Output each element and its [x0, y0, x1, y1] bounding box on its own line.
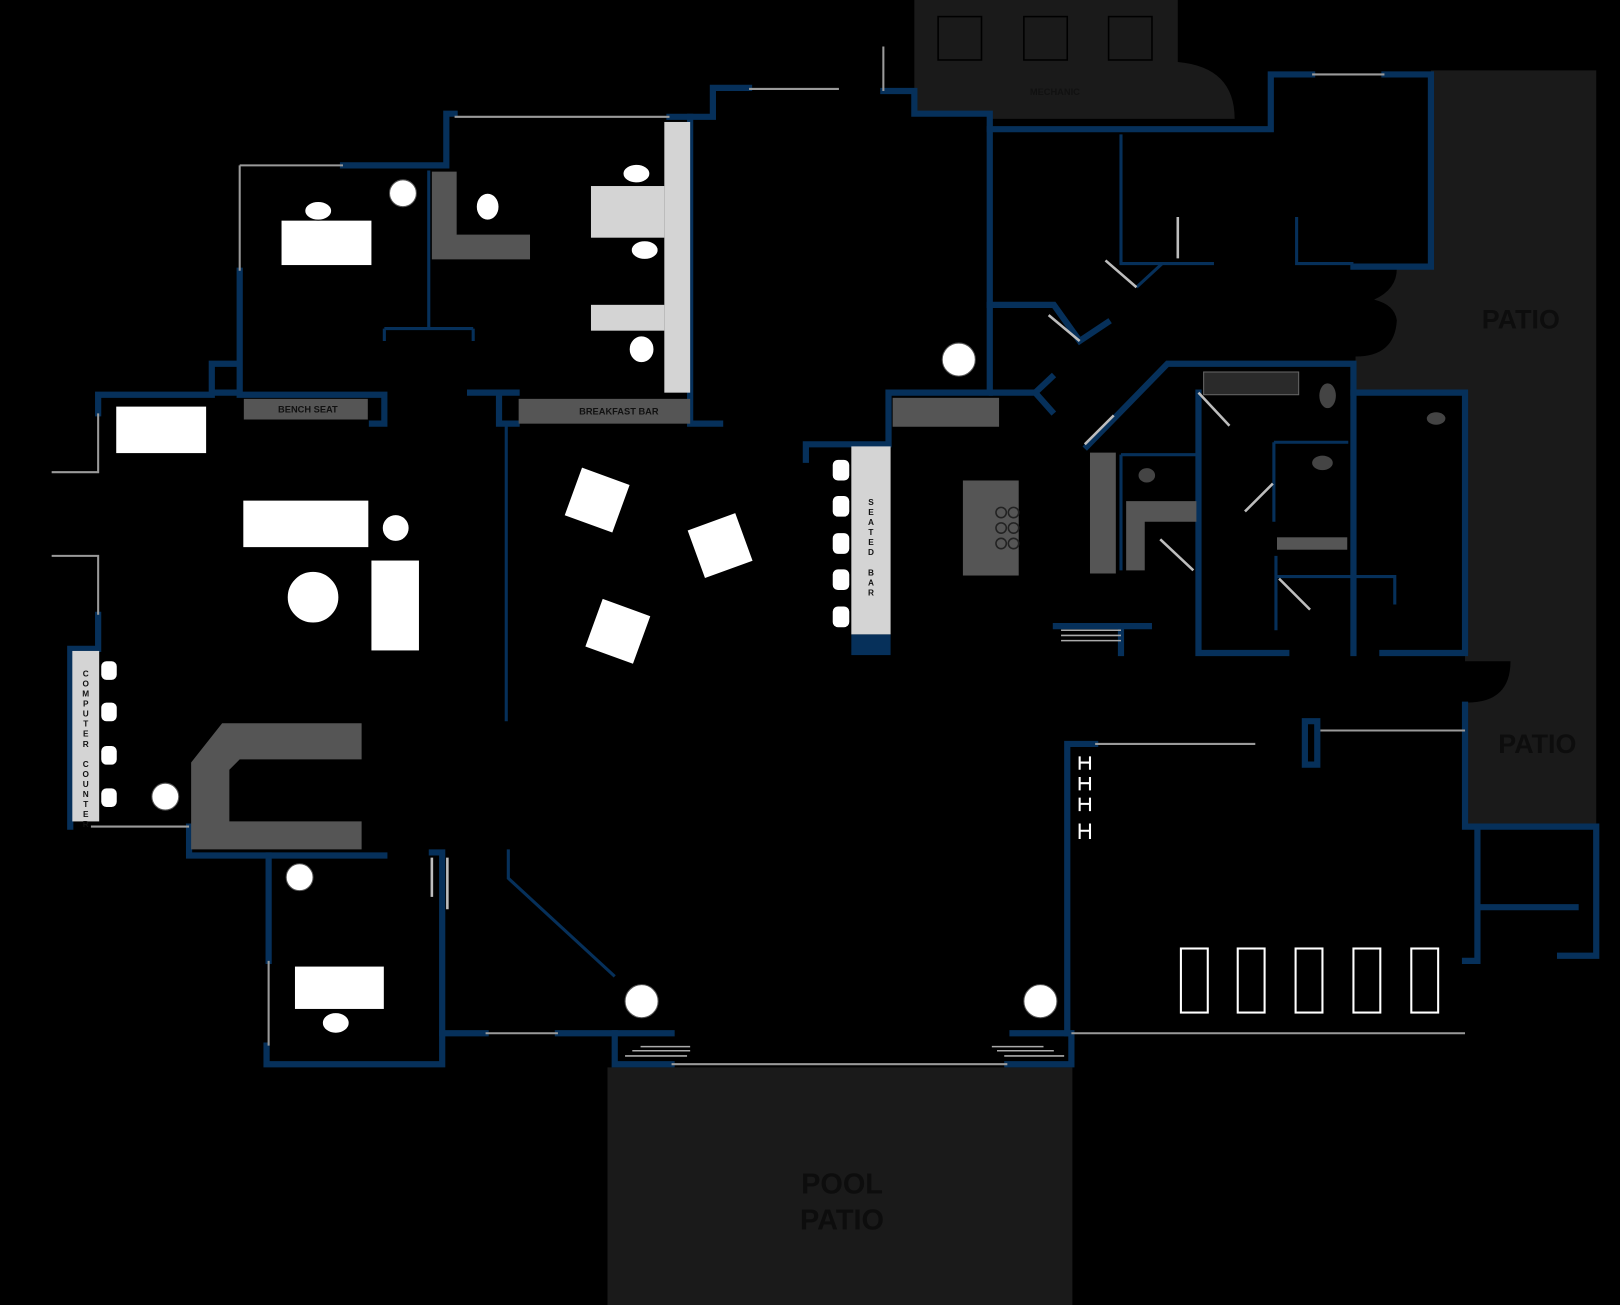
round-table: [286, 570, 340, 624]
bathtub: [1203, 371, 1300, 396]
desk: [293, 965, 385, 1010]
seated-bar-base: [851, 634, 891, 656]
dining-table: [563, 466, 754, 666]
toilet-icon: [1138, 383, 1446, 483]
workstations: [590, 121, 691, 393]
corner-desk: [431, 171, 531, 260]
doors: [430, 217, 1311, 910]
bench-seat-label: BENCH SEAT: [278, 404, 338, 414]
seated-bar-label: SEATED BAR: [866, 498, 875, 598]
kitchen-counter: [892, 397, 1000, 427]
seated-bar: [851, 446, 891, 635]
weight-rack-icon: [1078, 756, 1092, 839]
pool-patio-label-line2: PATIO: [800, 1205, 884, 1237]
windows: [51, 46, 1466, 1066]
pool-patio-area: [607, 1067, 1073, 1305]
mechanic-area: [914, 0, 1235, 119]
vanity: [1276, 537, 1348, 550]
sofa: [115, 405, 420, 652]
u-sofa: [191, 723, 362, 850]
side-table: [381, 514, 410, 542]
breakfast-bar-label: BREAKFAST BAR: [579, 406, 659, 416]
mechanic-label: MECHANIC: [1030, 87, 1080, 97]
computer-counter: [72, 650, 100, 822]
patio-area: [1355, 70, 1597, 827]
kitchenette-counter: [1089, 452, 1197, 574]
chair-icon: [304, 163, 659, 1034]
desk: [280, 219, 373, 267]
patio-lower-label: PATIO: [1498, 729, 1576, 759]
furniture: [101, 163, 1446, 1057]
counters: BENCH SEAT BREAKFAST BAR: [191, 171, 1348, 850]
stool-icon: [101, 459, 850, 807]
walls: [67, 71, 1600, 1068]
pool-patio-label-line1: POOL: [801, 1168, 883, 1200]
patio-upper-label: PATIO: [1482, 305, 1560, 335]
kitchen-island: [962, 480, 1019, 576]
bench-seat: [243, 398, 368, 420]
treadmill-icon: [1179, 947, 1440, 1014]
mechanic-units: [937, 15, 1153, 61]
stairs-icon: [625, 629, 1121, 1057]
breakfast-bar: [518, 398, 691, 424]
plant-icon: [151, 179, 1058, 1019]
computer-counter-label: COMPUTER COUNTER: [81, 670, 90, 831]
cooktop-icon: [995, 506, 1020, 550]
